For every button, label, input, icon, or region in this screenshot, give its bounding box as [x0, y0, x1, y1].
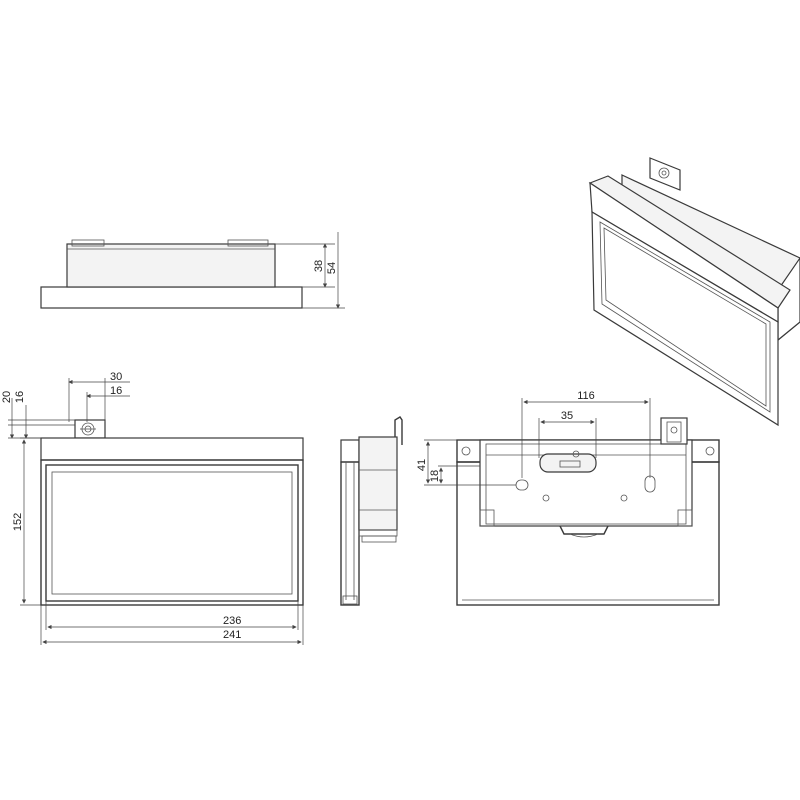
dim-18-label: 18	[429, 470, 441, 482]
dim-20-label: 20	[1, 391, 13, 403]
dim-152-label: 152	[12, 513, 24, 531]
dim-41-label: 41	[416, 459, 428, 471]
dim-16b-label: 16	[14, 391, 26, 403]
front-view: 30 16 20 16 152 236 241	[1, 371, 304, 645]
dim-241-label: 241	[223, 629, 241, 641]
profile-view	[340, 416, 403, 606]
dim-30-label: 30	[110, 371, 122, 383]
dim-38-label: 38	[313, 260, 325, 272]
dim-54-label: 54	[326, 262, 338, 274]
dim-35-label: 35	[561, 410, 573, 422]
dim-236-label: 236	[223, 615, 241, 627]
dim-116-label: 116	[577, 390, 595, 402]
side-view: 38 54	[40, 232, 345, 309]
rear-view: 116 35 41 18	[416, 390, 720, 606]
isometric-view	[588, 157, 800, 427]
dim-16-label: 16	[110, 385, 122, 397]
